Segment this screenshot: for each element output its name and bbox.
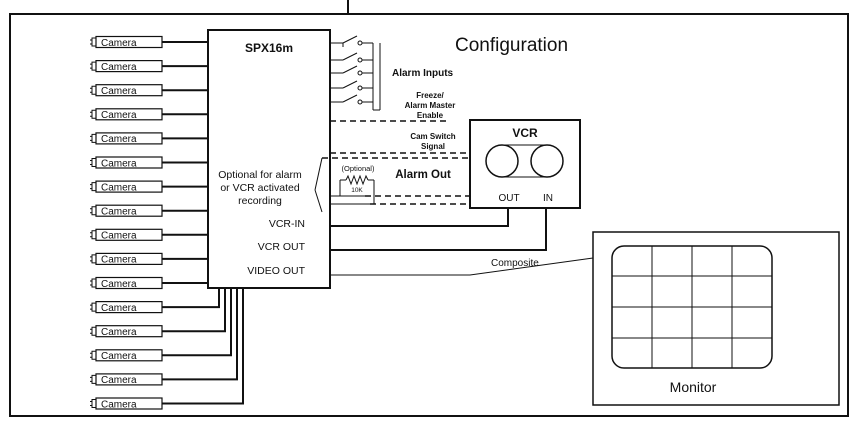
- camera-label: Camera: [101, 327, 137, 338]
- camera-label: Camera: [101, 38, 137, 49]
- alarm-input-switches: [330, 35, 381, 111]
- camera-7: Camera: [90, 180, 208, 193]
- camera-group: CameraCameraCameraCameraCameraCameraCame…: [90, 35, 244, 410]
- camera-icon: [90, 399, 97, 408]
- camera-icon: [90, 302, 97, 312]
- camera-label: Camera: [101, 279, 137, 290]
- camera-label: Camera: [101, 351, 137, 362]
- camera-10: Camera: [90, 252, 208, 266]
- camera-label: Camera: [101, 399, 137, 410]
- freeze-label-line-2: Alarm Master: [405, 101, 456, 110]
- port-video-out: VIDEO OUT: [247, 265, 305, 277]
- vcr-in-label: IN: [543, 193, 553, 204]
- camera-icon: [90, 230, 97, 240]
- camera-icon: [90, 61, 97, 71]
- alarm-out-label: Alarm Out: [395, 169, 451, 181]
- freeze-label-line-3: Enable: [417, 111, 444, 120]
- camera-14: Camera: [90, 288, 232, 362]
- camera-label: Camera: [101, 207, 137, 218]
- camera-icon: [90, 206, 97, 216]
- monitor-grid: [612, 246, 772, 368]
- camera-label: Camera: [101, 231, 137, 242]
- camera-2: Camera: [90, 59, 208, 73]
- camera-5: Camera: [90, 132, 208, 145]
- camera-label: Camera: [101, 134, 137, 145]
- camera-15: Camera: [90, 288, 238, 386]
- port-vcr-out: VCR OUT: [258, 241, 306, 253]
- camera-icon: [90, 37, 97, 47]
- diagram-title: Configuration: [455, 35, 568, 56]
- camera-13: Camera: [90, 288, 226, 338]
- camera-label: Camera: [101, 110, 137, 121]
- camera-label: Camera: [101, 86, 137, 97]
- optional-label: (Optional): [342, 164, 375, 173]
- cam-switch-label-line-1: Cam Switch: [410, 132, 455, 141]
- camera-icon: [90, 182, 97, 192]
- camera-4: Camera: [90, 108, 208, 121]
- optional-bracket: [314, 157, 323, 191]
- optional-note-line-3: recording: [238, 195, 282, 207]
- vcr-out-label: OUT: [498, 193, 519, 204]
- camera-icon: [90, 254, 97, 264]
- camera-icon: [90, 350, 97, 360]
- optional-note-line-2: or VCR activated: [220, 182, 300, 194]
- camera-icon: [90, 133, 97, 143]
- vcr-in-from-vcr-out-port: [330, 208, 547, 251]
- freeze-label-line-1: Freeze/: [416, 91, 444, 100]
- port-vcr-in: VCR-IN: [269, 218, 305, 230]
- vcr-out-to-vcr-in-port: [330, 208, 509, 227]
- alarm-inputs-label: Alarm Inputs: [392, 68, 454, 79]
- optional-note-line-1: Optional for alarm: [218, 169, 302, 181]
- monitor-label: Monitor: [670, 379, 717, 395]
- camera-label: Camera: [101, 303, 137, 314]
- spx16m-unit: [207, 29, 331, 289]
- camera-cable: [162, 288, 238, 381]
- cam-switch-label-line-2: Signal: [421, 142, 445, 151]
- camera-cable: [162, 288, 220, 309]
- outer-frame: [9, 13, 849, 417]
- camera-icon: [90, 109, 97, 119]
- camera-icon: [90, 158, 97, 167]
- camera-cable: [162, 288, 244, 405]
- device-name: SPX16m: [245, 41, 293, 55]
- camera-label: Camera: [101, 375, 137, 386]
- resistor-icon: [345, 174, 369, 186]
- camera-icon: [90, 374, 97, 384]
- resistor-value: 10K: [351, 187, 363, 194]
- vcr-title: VCR: [512, 126, 538, 140]
- camera-icon: [90, 85, 97, 95]
- composite-label: Composite: [491, 258, 539, 269]
- camera-8: Camera: [90, 204, 208, 218]
- vcr-unit: [469, 119, 581, 209]
- camera-6: Camera: [90, 156, 208, 169]
- composite-cable: [330, 257, 594, 276]
- camera-icon: [90, 326, 97, 336]
- camera-label: Camera: [101, 255, 137, 266]
- camera-cable: [162, 288, 226, 333]
- camera-label: Camera: [101, 62, 137, 73]
- camera-3: Camera: [90, 84, 208, 97]
- camera-16: Camera: [90, 288, 244, 410]
- camera-label: Camera: [101, 158, 137, 169]
- camera-1: Camera: [90, 35, 208, 49]
- camera-9: Camera: [90, 228, 208, 242]
- camera-12: Camera: [90, 288, 220, 314]
- camera-icon: [90, 278, 97, 288]
- camera-label: Camera: [101, 182, 137, 193]
- camera-cable: [162, 288, 232, 357]
